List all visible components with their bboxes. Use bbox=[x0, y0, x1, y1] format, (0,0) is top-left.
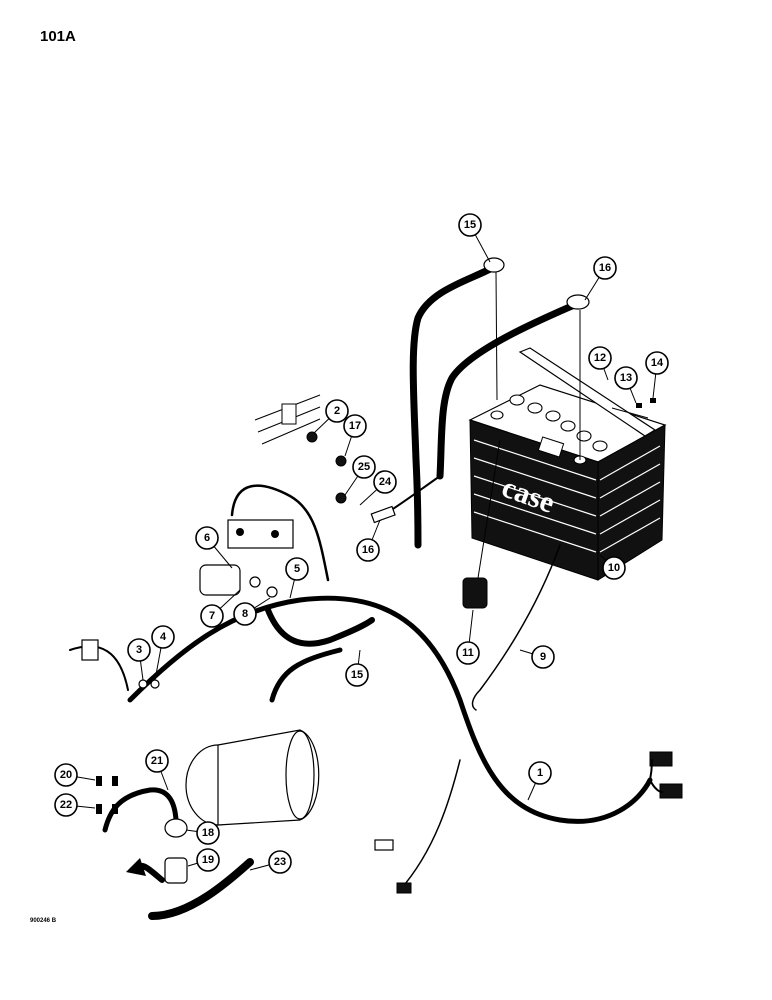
callout-label: 23 bbox=[274, 856, 286, 868]
ground-cable bbox=[265, 607, 375, 647]
callout-label: 15 bbox=[464, 219, 476, 231]
callout-15: 15 bbox=[345, 663, 369, 687]
callout-20: 20 bbox=[54, 763, 78, 787]
callout-label: 3 bbox=[136, 644, 142, 656]
callout-8: 8 bbox=[233, 602, 257, 626]
callout-label: 11 bbox=[462, 647, 474, 659]
callout-16: 16 bbox=[593, 256, 617, 280]
positive-clamp bbox=[483, 257, 505, 273]
callout-4: 4 bbox=[151, 625, 175, 649]
callout-label: 24 bbox=[379, 476, 392, 488]
callout-label: 4 bbox=[160, 631, 167, 643]
callout-15: 15 bbox=[458, 213, 482, 237]
callout-label: 16 bbox=[362, 544, 374, 556]
callout-10: 10 bbox=[602, 556, 626, 580]
callout-13: 13 bbox=[614, 366, 638, 390]
callout-label: 7 bbox=[209, 610, 215, 622]
callout-9: 9 bbox=[531, 645, 555, 669]
figure-code: 900246 B bbox=[30, 918, 57, 924]
callout-label: 14 bbox=[651, 357, 664, 369]
hold-down-bar bbox=[518, 347, 657, 437]
callout-22: 22 bbox=[54, 793, 78, 817]
hold-down-washer bbox=[650, 398, 656, 403]
callout-2: 2 bbox=[325, 399, 349, 423]
callout-label: 19 bbox=[202, 854, 214, 866]
callout-label: 25 bbox=[358, 461, 370, 473]
callout-23: 23 bbox=[268, 850, 292, 874]
temp-sender bbox=[374, 839, 394, 851]
hold-down-nut bbox=[636, 403, 642, 408]
wire-terminal bbox=[396, 882, 412, 894]
callout-label: 2 bbox=[334, 405, 340, 417]
left-connector bbox=[81, 639, 99, 661]
callout-label: 18 bbox=[202, 827, 214, 839]
battery-side bbox=[597, 424, 666, 581]
callout-label: 13 bbox=[620, 372, 632, 384]
oil-pressure-switch bbox=[164, 857, 188, 884]
callout-label: 12 bbox=[594, 352, 606, 364]
negative-clamp bbox=[566, 294, 590, 310]
callout-label: 1 bbox=[537, 767, 543, 779]
callout-11: 11 bbox=[456, 641, 480, 665]
callout-17: 17 bbox=[343, 414, 367, 438]
callout-label: 9 bbox=[540, 651, 546, 663]
callout-19: 19 bbox=[196, 848, 220, 872]
dipstick bbox=[471, 544, 561, 711]
battery-cable-positive bbox=[409, 264, 496, 549]
starter-solenoid bbox=[199, 519, 294, 596]
harness-connector-upper bbox=[649, 751, 673, 767]
callout-14: 14 bbox=[645, 351, 669, 375]
negative-lug bbox=[370, 505, 396, 524]
battery: case bbox=[468, 384, 667, 581]
filler-cap bbox=[462, 577, 488, 609]
callout-label: 10 bbox=[608, 562, 620, 574]
callout-3: 3 bbox=[127, 638, 151, 662]
callout-label: 17 bbox=[349, 420, 361, 432]
battery-cable-negative bbox=[436, 302, 576, 480]
callout-label: 6 bbox=[204, 532, 210, 544]
callout-label: 15 bbox=[351, 669, 363, 681]
hose bbox=[148, 858, 254, 920]
harness-connector-lower bbox=[659, 783, 683, 799]
callout-1: 1 bbox=[528, 761, 552, 785]
callout-label: 8 bbox=[242, 608, 248, 620]
callout-6: 6 bbox=[195, 526, 219, 550]
callout-label: 21 bbox=[151, 755, 163, 767]
callout-label: 22 bbox=[60, 799, 72, 811]
callout-18: 18 bbox=[196, 821, 220, 845]
callout-21: 21 bbox=[145, 749, 169, 773]
callout-label: 5 bbox=[294, 563, 300, 575]
callout-25: 25 bbox=[352, 455, 376, 479]
callout-7: 7 bbox=[200, 604, 224, 628]
grommet bbox=[164, 818, 188, 838]
callout-16: 16 bbox=[356, 538, 380, 562]
starter-motor bbox=[185, 729, 320, 826]
callout-24: 24 bbox=[373, 470, 397, 494]
callout-5: 5 bbox=[285, 557, 309, 581]
page-number: 101A bbox=[40, 28, 76, 45]
callout-label: 16 bbox=[599, 262, 611, 274]
frame-bracket bbox=[254, 394, 321, 445]
callout-12: 12 bbox=[588, 346, 612, 370]
callout-label: 20 bbox=[60, 769, 72, 781]
